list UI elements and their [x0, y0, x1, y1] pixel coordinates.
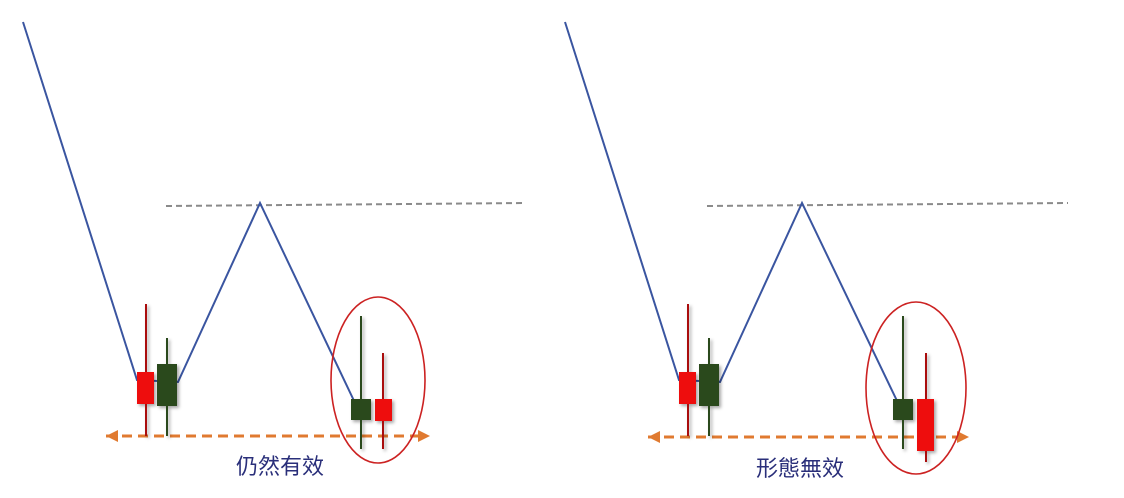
price-path-line — [22, 21, 357, 406]
arrow-left-icon — [648, 431, 660, 443]
neckline-dashed — [706, 202, 1069, 207]
arrow-left-icon — [106, 430, 118, 442]
candle-green-2 — [351, 316, 371, 449]
candle-red-2 — [917, 353, 934, 462]
price-path-line — [564, 21, 900, 406]
neckline-dashed — [165, 202, 526, 207]
arrow-right-icon — [418, 430, 430, 442]
panel-invalid: 形態無效 — [564, 21, 1069, 482]
candle-green-1 — [157, 338, 177, 436]
caption-invalid: 形態無效 — [756, 457, 844, 482]
caption-valid: 仍然有效 — [236, 455, 324, 480]
candle-green-1 — [699, 338, 719, 436]
arrow-right-icon — [957, 431, 969, 443]
candle-red-2 — [375, 353, 392, 449]
candle-green-2 — [893, 316, 913, 449]
highlight-ellipse-icon — [865, 301, 967, 475]
candle-red-1 — [679, 304, 696, 436]
candle-red-1 — [137, 304, 154, 436]
highlight-ellipse-icon — [330, 296, 426, 464]
panel-valid: 仍然有效 — [22, 21, 526, 480]
